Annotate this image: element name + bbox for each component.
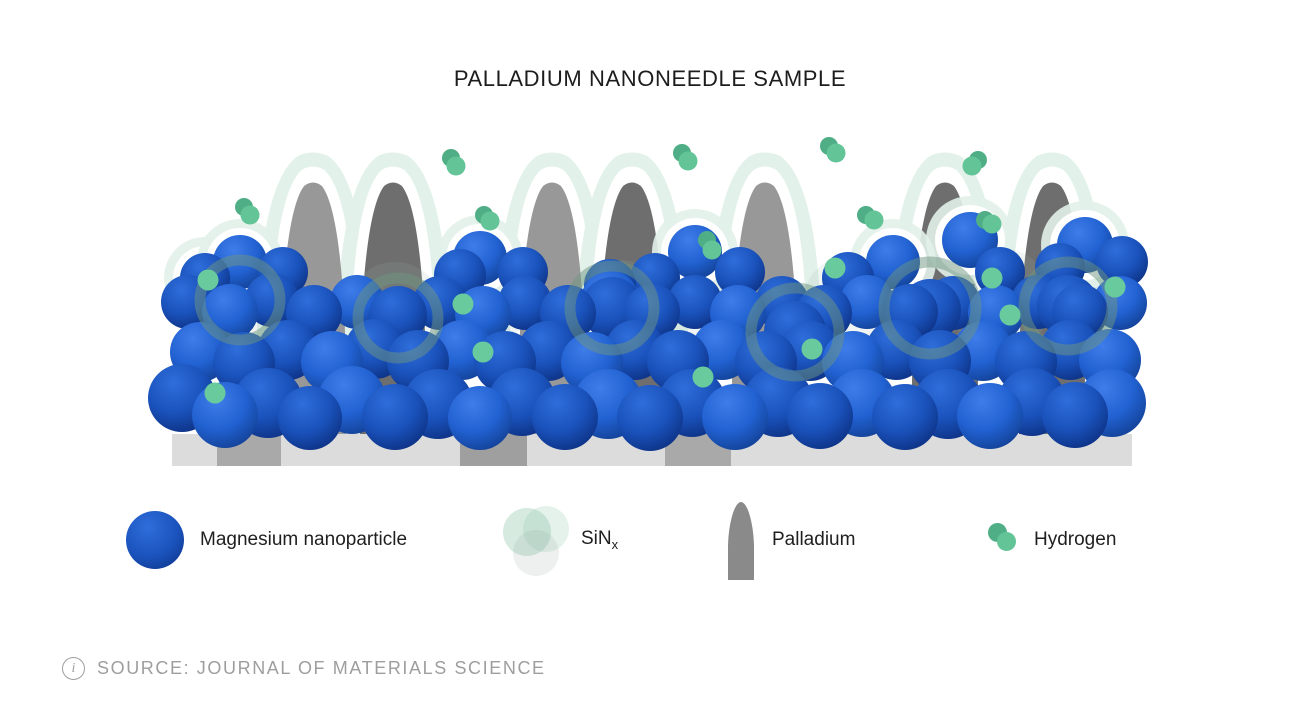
hydrogen-molecule (976, 211, 1002, 234)
hydrogen-group (197, 137, 1126, 404)
source-text: SOURCE: JOURNAL OF MATERIALS SCIENCE (97, 658, 546, 678)
legend-label-sinx: SiNx (581, 528, 619, 552)
magnesium-sphere (1042, 382, 1108, 448)
hydrogen-atom (472, 341, 494, 363)
magnesium-sphere (532, 384, 598, 450)
magnesium-sphere (1096, 236, 1148, 288)
info-icon: i (62, 657, 85, 680)
magnesium-sphere (702, 384, 768, 450)
hydrogen-atom (197, 269, 219, 291)
sinx-halo-icon (503, 504, 569, 576)
hydrogen-atom (824, 257, 846, 279)
magnesium-sphere-icon (126, 511, 184, 569)
hydrogen-atom (452, 293, 474, 315)
rings-group (194, 254, 1118, 382)
hydrogen-atom (999, 304, 1021, 326)
source-line: i SOURCE: JOURNAL OF MATERIALS SCIENCE (62, 657, 546, 680)
page-title: PALLADIUM NANONEEDLE SAMPLE (453, 66, 847, 91)
magnesium-sphere (362, 384, 428, 450)
hydrogen-molecule (857, 206, 884, 230)
legend-item-hydrogen: Hydrogen (988, 500, 1116, 580)
magnesium-sphere (668, 275, 722, 329)
magnesium-sphere (617, 385, 683, 451)
hydrogen-molecule (442, 149, 466, 176)
sinx-shell-ring (1018, 256, 1118, 356)
hydrogen-atom (1104, 276, 1126, 298)
legend-item-magnesium: Magnesium nanoparticle (126, 500, 407, 580)
hydrogen-molecule (235, 198, 260, 225)
hydrogen-molecule (962, 151, 987, 176)
hydrogen-molecule (673, 144, 698, 171)
magnesium-sphere (245, 273, 299, 327)
magnesium-sphere (498, 276, 552, 330)
legend-item-palladium: Palladium (726, 500, 855, 580)
hydrogen-atom (692, 366, 714, 388)
hydrogen-molecule (698, 231, 722, 260)
sinx-shell-ring (878, 256, 982, 360)
legend-label-hydrogen: Hydrogen (1034, 529, 1117, 550)
magnesium-sphere (872, 384, 938, 450)
sinx-shell-ring (194, 254, 286, 346)
sinx-shell-ring (352, 272, 444, 364)
magnesium-sphere (448, 386, 512, 450)
magnesium-sphere (866, 235, 920, 289)
hydrogen-atom (204, 382, 226, 404)
legend-item-sinx: SiNx (503, 500, 618, 580)
magnesium-sphere (715, 247, 765, 297)
sinx-shell-ring (564, 260, 660, 356)
hydrogen-atom (801, 338, 823, 360)
hydrogen-atom (981, 267, 1003, 289)
magnesium-sphere (787, 383, 853, 449)
magnesium-sphere (278, 386, 342, 450)
magnesium-sphere (957, 383, 1023, 449)
legend-label-palladium: Palladium (772, 529, 856, 550)
hydrogen-molecule (475, 206, 500, 231)
hydrogen-molecule-icon (988, 523, 1022, 557)
hydrogen-molecule (820, 137, 846, 163)
sinx-shell-ring (745, 282, 845, 382)
palladium-needle-icon (728, 502, 754, 580)
legend-label-magnesium: Magnesium nanoparticle (200, 529, 408, 550)
